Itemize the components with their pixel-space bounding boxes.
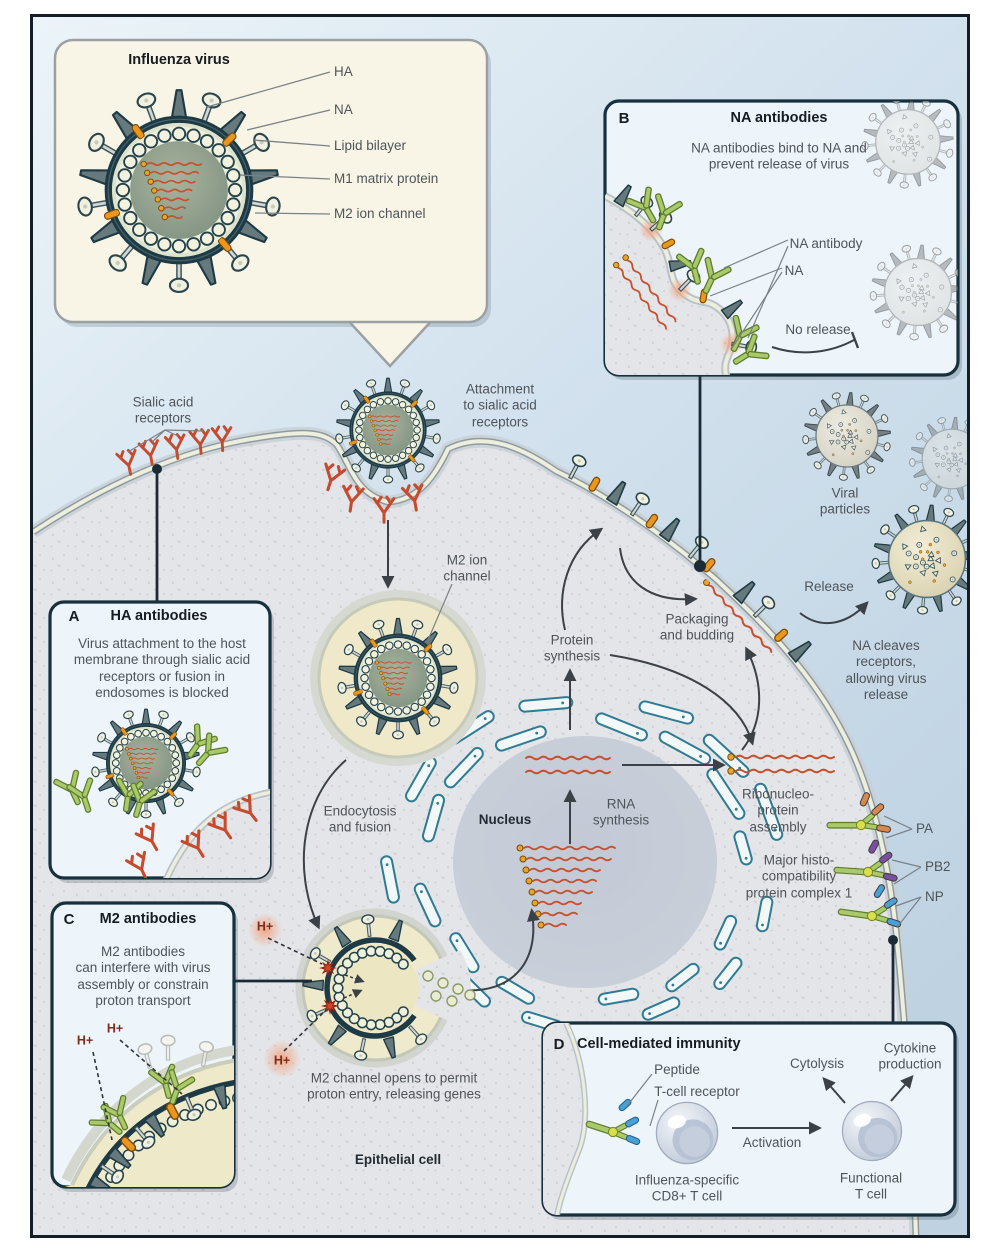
mhc-complex-pb2 xyxy=(833,839,898,882)
functional-tcell-graphic xyxy=(841,1100,903,1162)
panel-a-graphic xyxy=(51,709,270,878)
panel-d-graphic xyxy=(543,1023,914,1215)
nucleus-graphic xyxy=(453,736,717,988)
replication-flow-arrows xyxy=(302,520,869,992)
panel-connector-lines xyxy=(152,373,898,1026)
proton-glow xyxy=(248,913,282,947)
mhc-complex-pa xyxy=(826,792,891,833)
panel-b-graphic xyxy=(605,96,965,375)
uncoating-endosome xyxy=(295,908,476,1068)
proton-glow xyxy=(263,1040,301,1078)
endoplasmic-reticulum xyxy=(380,696,784,1033)
mhc-complex-np xyxy=(837,884,902,928)
tcell-receptor-graphic xyxy=(585,1098,641,1145)
panel-c-graphic xyxy=(58,1034,234,1187)
panel-graphics xyxy=(51,71,966,1215)
cd8-tcell-graphic xyxy=(655,1101,719,1165)
